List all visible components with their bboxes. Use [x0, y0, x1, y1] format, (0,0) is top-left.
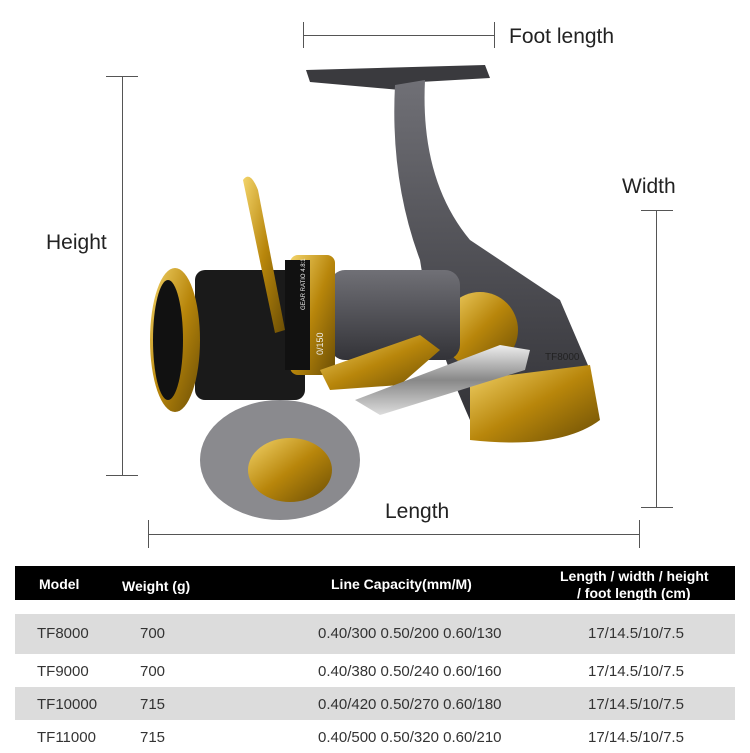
weight-cell: 700 [140, 663, 166, 680]
fishing-reel-image: TF8000 0/150 GEAR RATIO 4.8:1 [150, 65, 600, 520]
height-tick-top [106, 76, 138, 77]
foot-length-tick-right [494, 22, 495, 48]
header-weight: Weight (g) [122, 578, 191, 594]
foot-length-tick-left [303, 22, 304, 48]
capacity-cell: 0.40/500 0.50/320 0.60/210 [318, 729, 502, 746]
table-row: TF9000 700 0.40/380 0.50/240 0.60/160 17… [15, 654, 735, 687]
rotor [330, 270, 460, 360]
length-tick-right [639, 520, 640, 548]
size-cell: 17/14.5/10/7.5 [588, 696, 684, 713]
table-header: Model Weight (g) Line Capacity(mm/M) Len… [15, 566, 735, 601]
size-cell: 17/14.5/10/7.5 [588, 729, 684, 746]
header-size-line1: Length / width / height [560, 568, 709, 584]
weight-cell: 700 [140, 625, 166, 642]
handle-arm [355, 345, 530, 415]
length-line [149, 534, 639, 535]
weight-cell: 715 [140, 696, 166, 713]
model-cell: TF11000 [37, 729, 96, 746]
bail-arm [243, 176, 285, 333]
table-row: TF11000 715 0.40/500 0.50/320 0.60/210 1… [15, 720, 735, 753]
capacity-cell: 0.40/300 0.50/200 0.60/130 [318, 625, 502, 642]
foot-length-line [304, 35, 494, 36]
model-cell: TF10000 [37, 696, 98, 713]
gear-ratio-marking: GEAR RATIO 4.8:1 [301, 258, 307, 310]
size-cell: 17/14.5/10/7.5 [588, 625, 684, 642]
model-marking: TF8000 [545, 352, 580, 363]
capacity-cell: 0.40/420 0.50/270 0.60/180 [318, 696, 502, 713]
height-line [122, 77, 123, 475]
reel-body-bottom [470, 365, 600, 443]
reel-foot [306, 65, 490, 100]
capacity-cell: 0.40/380 0.50/240 0.60/160 [318, 663, 502, 680]
length-tick-left [148, 520, 149, 548]
height-label: Height [46, 231, 107, 254]
handle-knob-cap [248, 438, 332, 502]
spool-marking: 0/150 [315, 332, 325, 355]
table-row: TF8000 700 0.40/300 0.50/200 0.60/130 17… [15, 614, 735, 654]
header-model: Model [39, 576, 80, 592]
model-cell: TF9000 [37, 663, 89, 680]
width-tick-bottom [641, 507, 673, 508]
table-row: TF10000 715 0.40/420 0.50/270 0.60/180 1… [15, 687, 735, 720]
bail-gold [320, 335, 440, 390]
header-capacity: Line Capacity(mm/M) [331, 576, 472, 592]
weight-cell: 715 [140, 729, 166, 746]
width-label: Width [622, 175, 676, 198]
width-tick-top [641, 210, 673, 211]
header-size-line2: / foot length (cm) [577, 585, 691, 601]
length-label: Length [385, 500, 450, 523]
width-line [656, 211, 657, 507]
foot-length-label: Foot length [509, 25, 615, 48]
height-tick-bottom [106, 475, 138, 476]
model-cell: TF8000 [37, 625, 89, 642]
size-cell: 17/14.5/10/7.5 [588, 663, 684, 680]
